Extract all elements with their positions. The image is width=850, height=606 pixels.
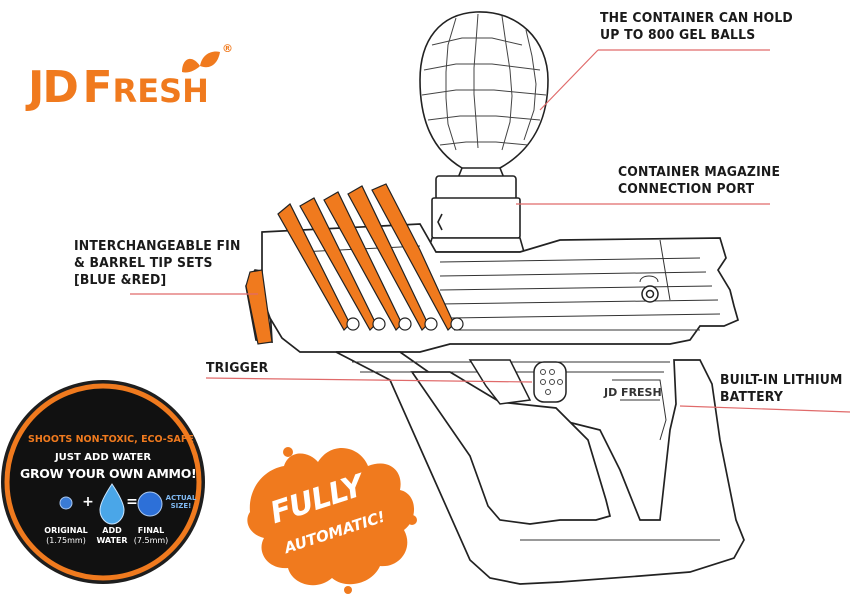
grow-ammo-text: GROW YOUR OWN AMMO! xyxy=(20,466,197,481)
add-water-label: ADD WATER xyxy=(96,526,128,545)
side-knob xyxy=(641,285,659,303)
eco-safe-text: SHOOTS NON-TOXIC, ECO-SAFE xyxy=(28,434,194,445)
equals-sign: = xyxy=(126,494,138,510)
interchangeable-fins xyxy=(245,183,464,345)
eco-badge xyxy=(1,380,205,584)
fin-callout: INTERCHANGEABLE FIN & BARREL TIP SETS [B… xyxy=(74,238,241,288)
callout-lines xyxy=(130,49,850,413)
battery-callout: BUILT-IN LITHIUM BATTERY xyxy=(720,372,843,405)
add-water-text: JUST ADD WATER xyxy=(54,452,152,463)
registered-mark: ® xyxy=(222,42,233,55)
original-label: ORIGINAL (1.75mm) xyxy=(44,526,88,545)
leaf-icon xyxy=(182,51,220,73)
plus-sign: + xyxy=(82,494,94,510)
original-ball-icon xyxy=(59,496,73,510)
body-logo: JD FRESH xyxy=(604,386,662,399)
water-drop-icon xyxy=(99,483,125,525)
brand-logo: JD FRESH xyxy=(28,62,209,113)
port-callout: CONTAINER MAGAZINE CONNECTION PORT xyxy=(618,164,781,197)
container-callout: THE CONTAINER CAN HOLD UP TO 800 GEL BAL… xyxy=(600,10,793,43)
magazine-connection-port xyxy=(426,167,526,253)
final-ball-icon xyxy=(137,491,163,517)
gel-ball-container xyxy=(419,11,549,181)
fully-automatic-splash xyxy=(247,447,417,594)
logo-fresh: FRESH xyxy=(82,62,209,113)
actual-size-text: ACTUAL SIZE! xyxy=(165,494,197,510)
final-label: FINAL (7.5mm) xyxy=(133,526,169,545)
trigger-callout: TRIGGER xyxy=(206,360,269,376)
logo-jd: JD xyxy=(28,62,79,113)
